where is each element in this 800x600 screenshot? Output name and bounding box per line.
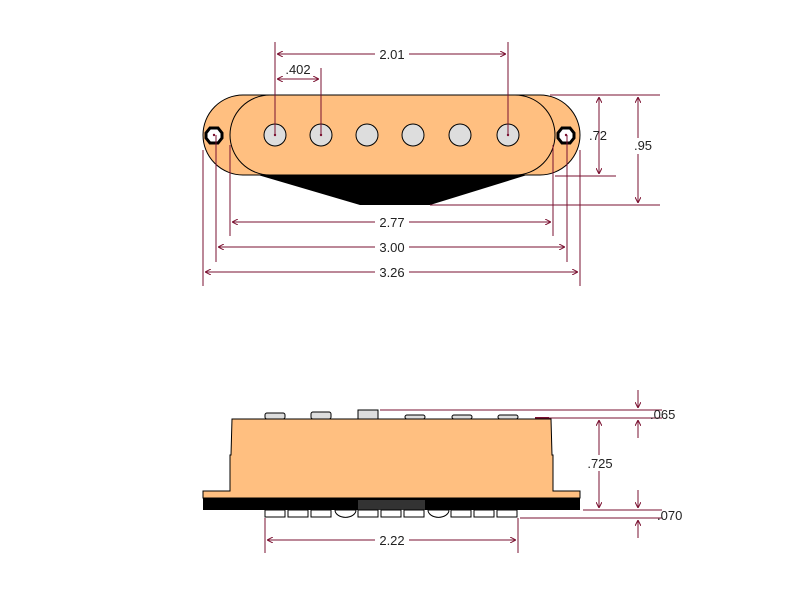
pickup-cover xyxy=(229,94,556,176)
dimension-lines-side xyxy=(264,390,662,553)
side-view: .065 .725 .070 2.22 xyxy=(202,390,682,553)
top-view: 2.01 .402 .72 .95 2.77 3.00 3.26 xyxy=(202,42,660,286)
total-width-label: .95 xyxy=(634,138,652,153)
center-block xyxy=(358,500,425,510)
pole-piece xyxy=(355,123,379,147)
pole-span-label: 2.01 xyxy=(379,47,404,62)
pole-tops xyxy=(264,409,519,420)
dimension-labels-top: 2.01 .402 .72 .95 2.77 3.00 3.26 xyxy=(285,46,652,280)
cover-width-label: .72 xyxy=(589,128,607,143)
body-height-label: .725 xyxy=(587,456,612,471)
screw-spacing-label: 3.00 xyxy=(379,240,404,255)
black-base-plate xyxy=(258,175,527,205)
pole-protrusion-label: .065 xyxy=(650,407,675,422)
bottom-pole-ends xyxy=(264,509,518,518)
pole-spacing-label: .402 xyxy=(285,62,310,77)
cover-length-label: 2.77 xyxy=(379,215,404,230)
pickup-body-side xyxy=(202,418,581,499)
bottom-protrusion-label: .070 xyxy=(657,508,682,523)
bottom-span-label: 2.22 xyxy=(379,533,404,548)
pole-piece xyxy=(448,123,472,147)
dimension-labels-side: .065 .725 .070 2.22 xyxy=(375,407,682,548)
total-length-label: 3.26 xyxy=(379,265,404,280)
pole-piece xyxy=(401,123,425,147)
